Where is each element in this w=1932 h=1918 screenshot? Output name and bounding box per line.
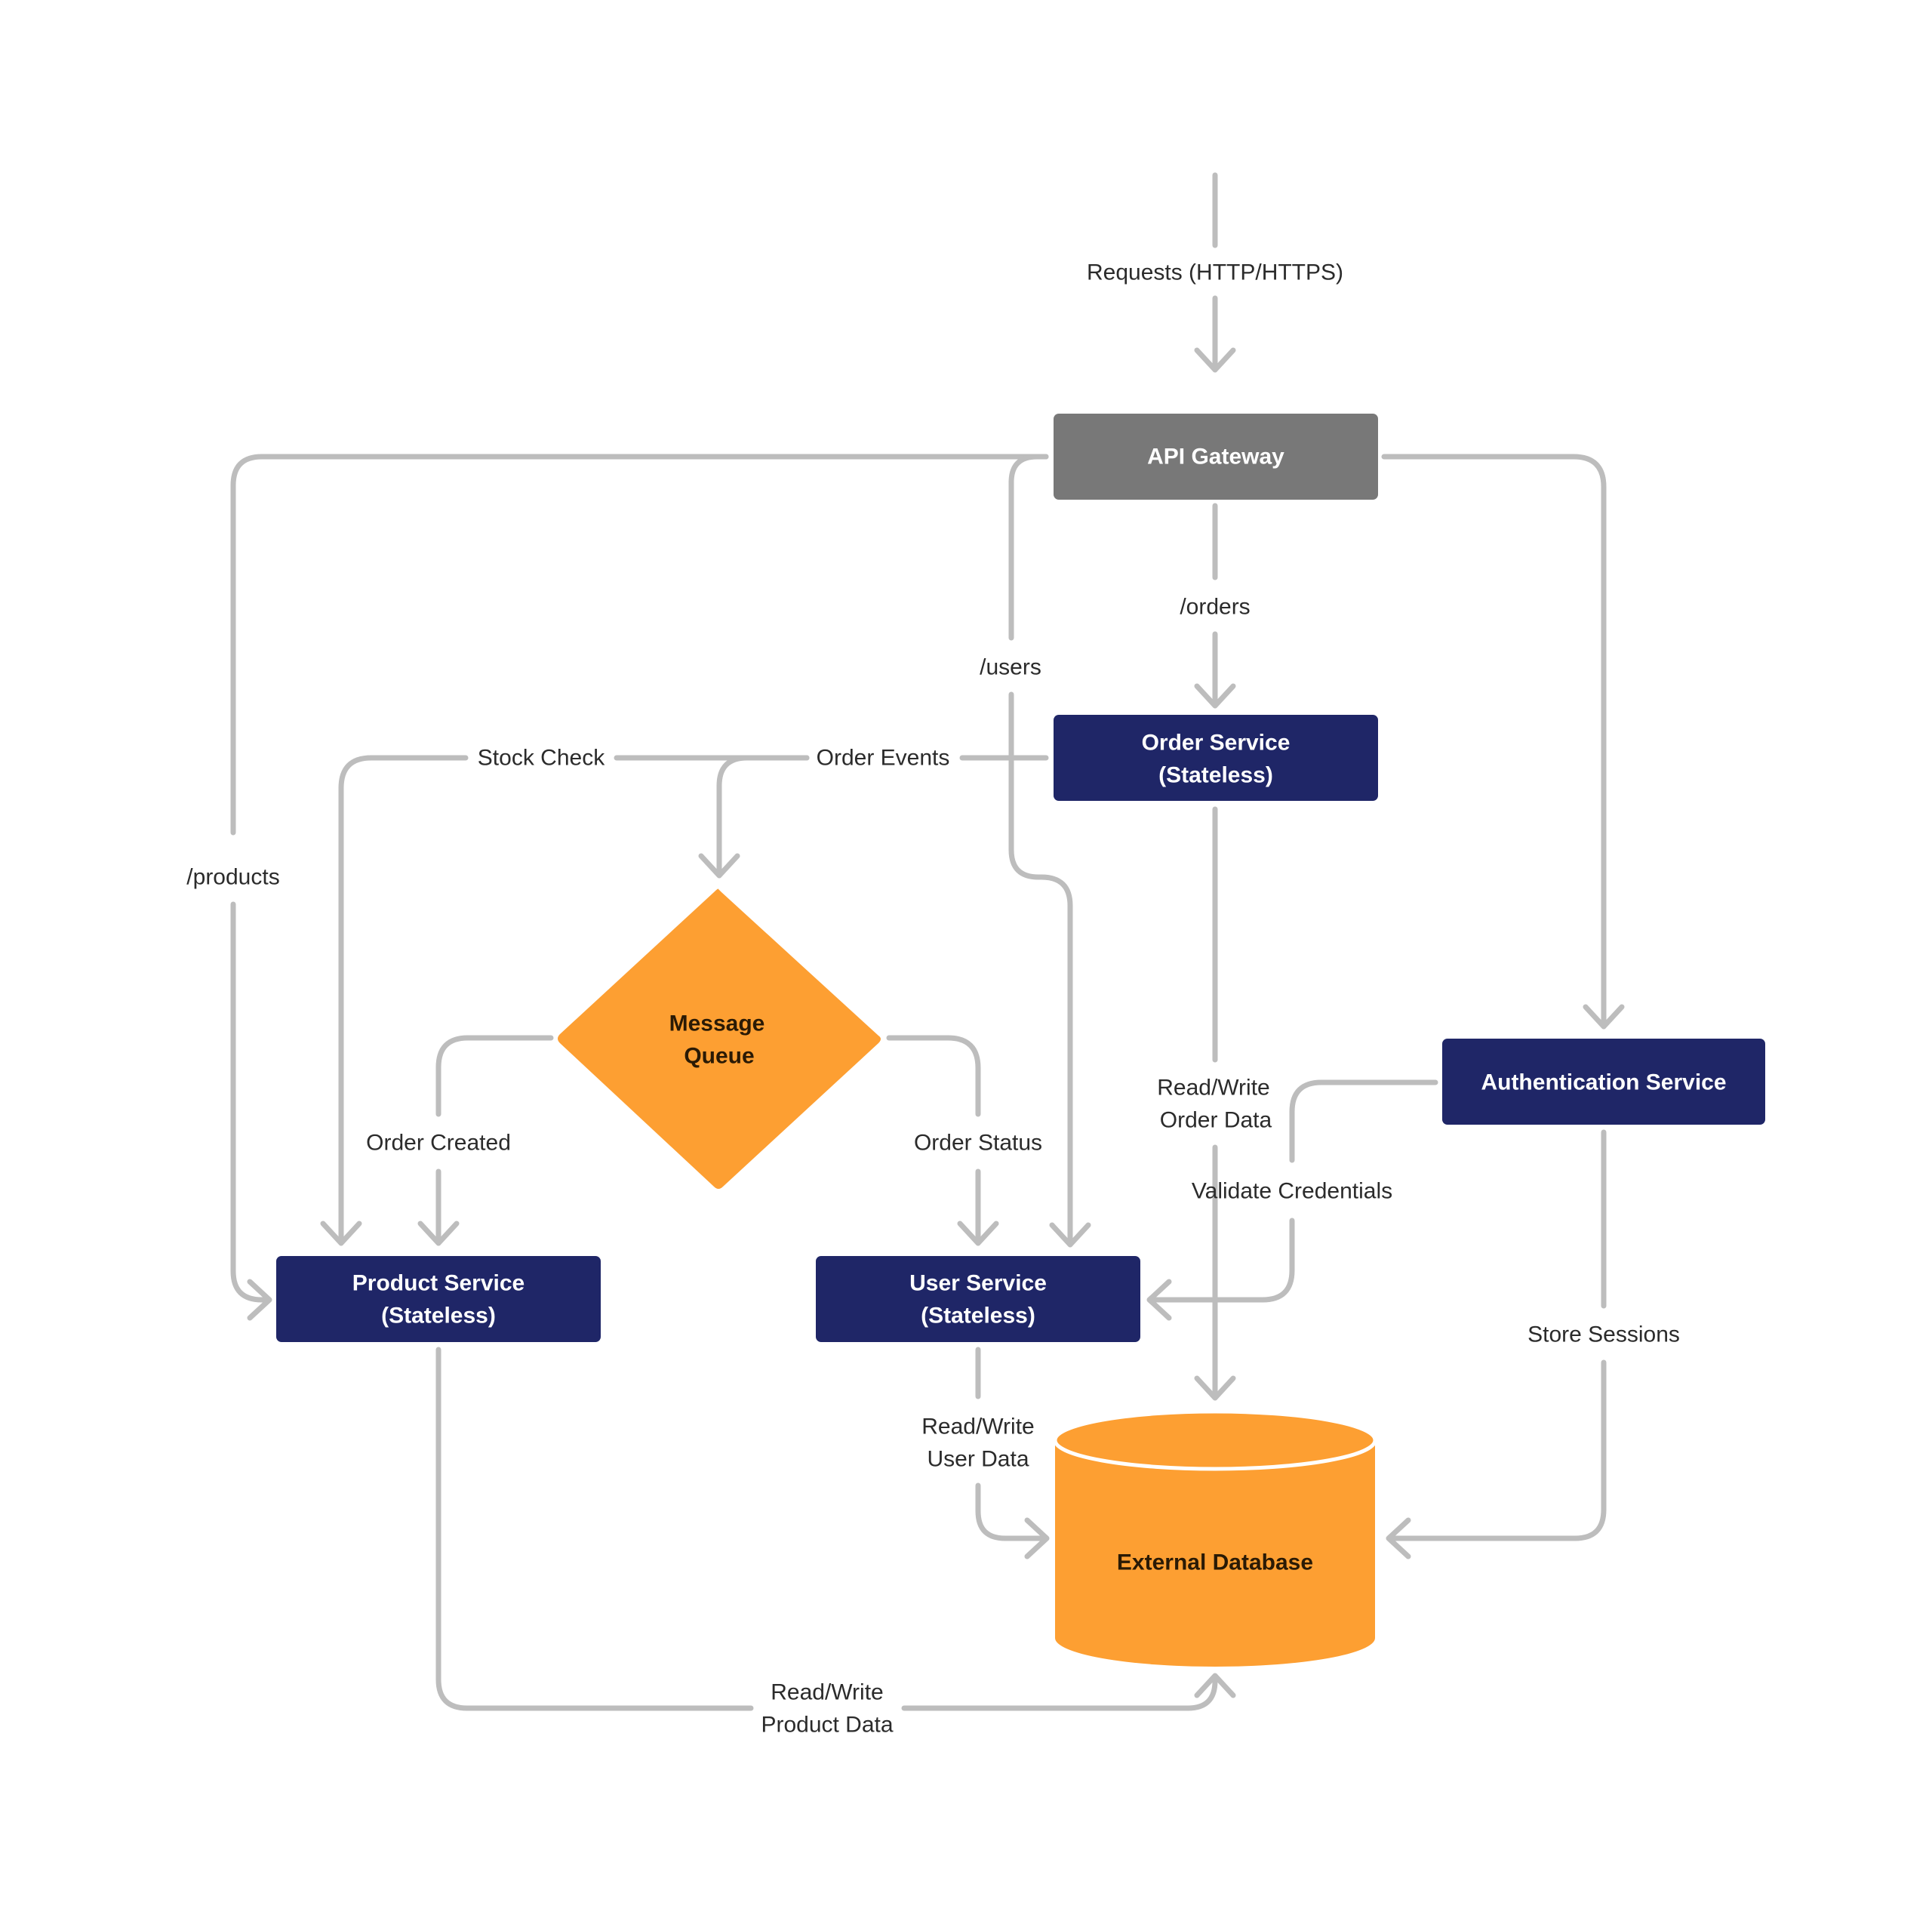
message-queue-sublabel: Queue — [684, 1044, 754, 1069]
edge-order-status — [886, 1035, 999, 1246]
message-queue-label: Message — [669, 1011, 765, 1036]
edge-store-sessions — [1386, 1129, 1607, 1559]
edge-label-read-write-product-1: Read/Write — [771, 1680, 884, 1705]
external-database-label: External Database — [1117, 1550, 1313, 1575]
edge-label-read-write-order-1: Read/Write — [1157, 1076, 1270, 1101]
edge-label-read-write-order-2: Order Data — [1160, 1108, 1272, 1133]
user-service-sublabel: (Stateless) — [921, 1304, 1035, 1328]
order-service-sublabel: (Stateless) — [1158, 763, 1273, 788]
edge-order-events — [698, 755, 1049, 879]
edge-label-read-write-user-2: User Data — [927, 1447, 1029, 1472]
edge-products — [230, 454, 1049, 1321]
edge-label-orders: /orders — [1180, 595, 1250, 620]
edge-read-write-order — [1194, 806, 1236, 1401]
edge-orders — [1194, 503, 1236, 709]
edge-stock-check — [320, 755, 810, 1246]
edge-label-users: /users — [980, 655, 1041, 680]
order-service-label: Order Service — [1142, 731, 1291, 756]
product-service-node[interactable]: Product Service (Stateless) — [276, 1256, 601, 1342]
edge-labels: Requests (HTTP/HTTPS) /orders /users /pr… — [186, 260, 1680, 1738]
edge-label-order-created: Order Created — [366, 1131, 511, 1156]
edge-label-requests: Requests (HTTP/HTTPS) — [1087, 260, 1343, 285]
user-service-node[interactable]: User Service (Stateless) — [816, 1256, 1140, 1342]
edge-read-write-user — [975, 1347, 1050, 1559]
edge-label-order-status: Order Status — [914, 1131, 1042, 1156]
edge-label-products: /products — [186, 865, 279, 890]
message-queue-node[interactable]: Message Queue — [558, 888, 881, 1190]
edges — [230, 172, 1625, 1711]
edge-validate-credentials — [1146, 1079, 1438, 1321]
product-service-label: Product Service — [352, 1271, 525, 1296]
edge-order-created — [417, 1035, 554, 1246]
api-gateway-node[interactable]: API Gateway — [1054, 414, 1378, 500]
edge-label-store-sessions: Store Sessions — [1527, 1322, 1680, 1347]
api-gateway-label: API Gateway — [1147, 445, 1284, 469]
authentication-service-node[interactable]: Authentication Service — [1442, 1039, 1765, 1125]
external-database-node[interactable]: External Database — [1053, 1409, 1377, 1667]
product-service-sublabel: (Stateless) — [381, 1304, 496, 1328]
edge-requests — [1194, 172, 1236, 373]
edge-label-read-write-product-2: Product Data — [761, 1713, 893, 1738]
edge-label-stock-check: Stock Check — [478, 746, 605, 771]
order-service-node[interactable]: Order Service (Stateless) — [1054, 715, 1378, 801]
edge-label-validate-credentials: Validate Credentials — [1192, 1179, 1392, 1204]
edge-label-order-events: Order Events — [817, 746, 950, 771]
user-service-label: User Service — [909, 1271, 1047, 1296]
edge-read-write-product — [435, 1347, 1236, 1711]
authentication-service-label: Authentication Service — [1481, 1070, 1726, 1095]
edge-users — [1008, 454, 1091, 1248]
edge-label-read-write-user-1: Read/Write — [921, 1415, 1035, 1439]
edge-gateway-auth — [1381, 454, 1625, 1030]
